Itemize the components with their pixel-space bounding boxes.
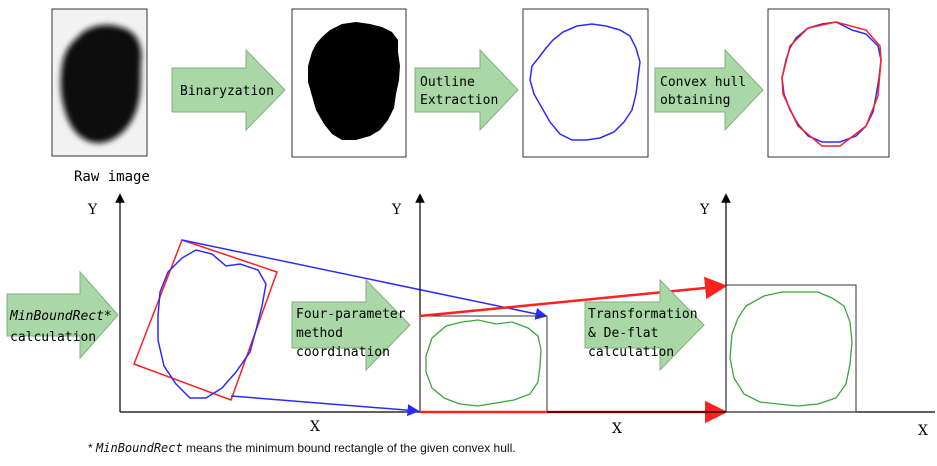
red-projection-top	[419, 276, 728, 318]
binary-blob	[308, 22, 400, 140]
label-minbound-line2: calculation	[10, 330, 96, 345]
label-hull-line2: obtaining	[660, 93, 730, 108]
label-minbound-line1: MinBoundRect*	[9, 309, 112, 324]
axes-1	[115, 193, 430, 413]
projection-line-bottom	[230, 395, 420, 417]
label-outline-line1: Outline	[420, 75, 475, 90]
footnote-star: *	[88, 441, 97, 455]
minbound-rect-group	[133, 239, 278, 401]
binary-image-panel	[291, 8, 407, 158]
outline-shape	[529, 23, 641, 141]
axis-y3-label: Y	[699, 202, 710, 218]
axis-y2-label: Y	[391, 202, 402, 218]
label-outline-line2: Extraction	[420, 93, 498, 108]
arrow-four-parameter: Four-parameter method coordination	[291, 278, 411, 372]
green-normalized-shape	[425, 319, 542, 407]
arrow-transformation: Transformation & De-flat calculation	[584, 278, 705, 372]
projection-line-top	[181, 239, 548, 320]
footnote-text: means the minimum bound rectangle of the…	[182, 441, 516, 455]
raw-blob	[60, 25, 142, 143]
axis-x3-label: X	[918, 423, 928, 439]
label-transform-line1: Transformation	[588, 307, 698, 322]
axis-x2-label: X	[612, 421, 622, 437]
transformed-box	[725, 284, 857, 413]
label-four-line2: method	[296, 326, 343, 341]
convex-hull-panel	[767, 8, 890, 158]
convex-hull-shape	[781, 21, 882, 147]
label-four-line1: Four-parameter	[296, 307, 406, 322]
footnote: * MinBoundRect means the minimum bound r…	[88, 441, 516, 455]
green-transformed-shape	[729, 291, 853, 407]
label-four-line3: coordination	[296, 345, 390, 360]
min-bound-rect	[133, 239, 278, 401]
rotated-hull-shape	[157, 249, 267, 399]
raw-image-caption: Raw image	[74, 169, 150, 185]
raw-image-panel	[51, 8, 148, 157]
label-hull-line1: Convex hull	[660, 75, 746, 90]
axis-y1-label: Y	[87, 202, 98, 218]
footnote-term: MinBoundRect	[96, 441, 183, 455]
label-binaryzation: Binaryzation	[180, 84, 274, 99]
label-transform-line2: & De-flat	[588, 326, 658, 341]
label-transform-line3: calculation	[588, 345, 674, 360]
normalized-box	[419, 315, 548, 413]
arrow-convex-hull: Convex hull obtaining	[654, 48, 764, 132]
arrow-outline-extraction: Outline Extraction	[414, 48, 519, 132]
axis-x1-label: X	[310, 419, 320, 435]
outline-panel	[522, 8, 649, 158]
arrow-minboundrect: MinBoundRect* calculation	[6, 270, 119, 360]
arrow-binaryzation: Binaryzation	[171, 48, 286, 132]
